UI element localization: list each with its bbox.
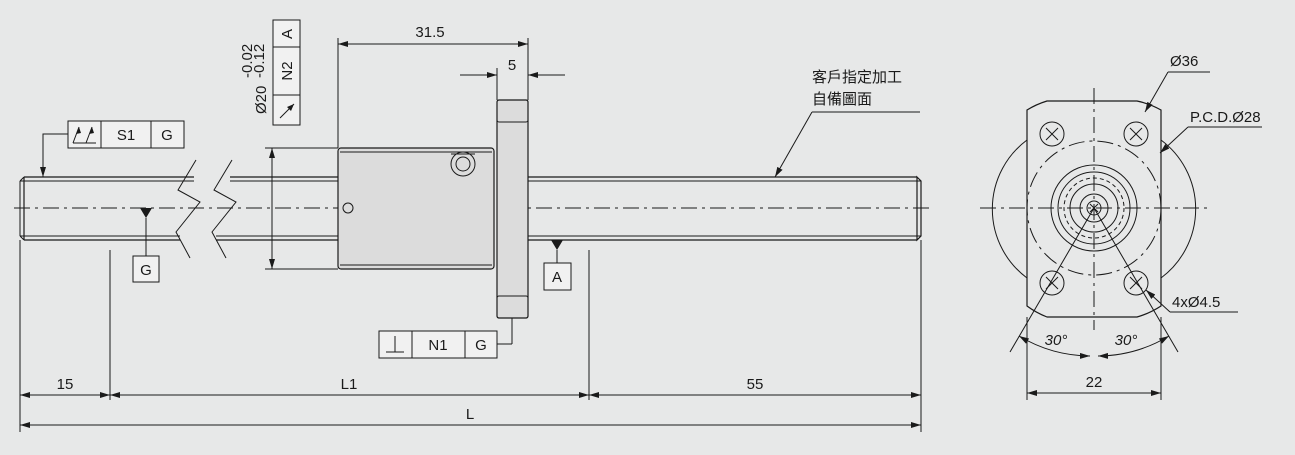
flange-runout-frame <box>272 19 301 126</box>
note-line1: 客戶指定加工 <box>812 69 902 86</box>
dim-55: 55 <box>747 376 764 393</box>
runout-datum: G <box>161 127 173 144</box>
dim-31-5: 31.5 <box>415 24 444 41</box>
mount-hole-tr <box>1123 121 1149 147</box>
dim-diameter-36: Ø36 <box>1170 53 1198 70</box>
dim-5: 5 <box>508 57 516 74</box>
mount-hole-br <box>1123 270 1149 296</box>
runout-value: S1 <box>117 127 135 144</box>
nut-body <box>337 147 521 270</box>
flange <box>496 99 529 319</box>
mount-hole-tl <box>1039 121 1065 147</box>
svg-text:-0.02: -0.02 <box>239 44 256 78</box>
dim-l: L <box>466 406 474 423</box>
dim-l1: L1 <box>341 376 358 393</box>
flange-frame-value: N2 <box>279 61 296 80</box>
datum-g-label: G <box>140 262 152 279</box>
tol-lower: -0.12 <box>251 44 268 78</box>
note-line2: 自備圖面 <box>812 91 872 108</box>
shaft-diameter-label: Ø20 <box>253 86 270 114</box>
dim-pcd: P.C.D.Ø28 <box>1190 109 1261 126</box>
datum-g-symbol <box>132 208 160 283</box>
dim-15: 15 <box>57 376 74 393</box>
tol-upper: -0.02 <box>239 44 256 78</box>
side-dimension-lines <box>1009 71 1262 400</box>
runout-frame <box>40 120 185 177</box>
flange-frame-datum: A <box>279 29 296 39</box>
svg-text:A: A <box>279 29 296 39</box>
dim-angle-left: 30° <box>1045 332 1068 349</box>
mount-hole-bl <box>1039 270 1065 296</box>
shaft <box>14 159 930 259</box>
datum-a-symbol <box>543 240 572 291</box>
svg-text:N2: N2 <box>279 61 296 80</box>
dim-angle-right: 30° <box>1115 332 1138 349</box>
perpendicularity-frame <box>378 318 513 359</box>
perpendicularity-icon <box>386 336 404 353</box>
perp-value: N1 <box>428 337 447 354</box>
svg-text:Ø20: Ø20 <box>253 86 270 114</box>
svg-text:-0.12: -0.12 <box>251 44 268 78</box>
dimension-lines <box>19 38 922 432</box>
dim-holes: 4xØ4.5 <box>1172 294 1220 311</box>
datum-a-label: A <box>552 269 562 286</box>
dim-22: 22 <box>1086 374 1103 391</box>
perp-datum: G <box>475 337 487 354</box>
